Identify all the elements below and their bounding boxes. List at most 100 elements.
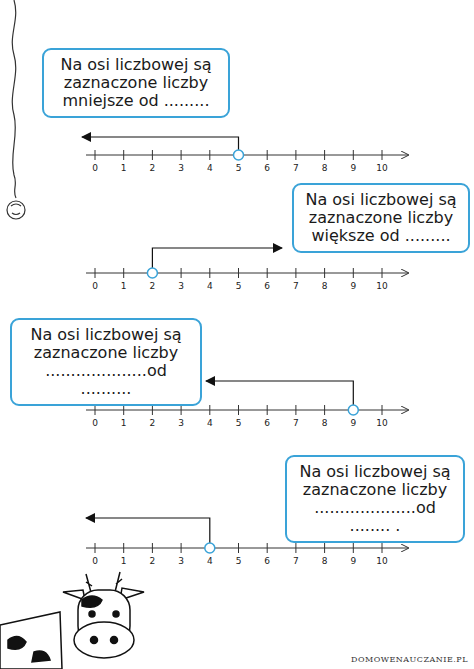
axis-number: 9: [350, 556, 356, 566]
axis-number: 2: [150, 281, 156, 291]
axis-tick: [123, 543, 124, 553]
axis-tick: [123, 268, 124, 278]
speech-bubble: Na osi liczbowej są zaznaczone liczby ..…: [10, 318, 202, 406]
axis-number: 6: [264, 556, 270, 566]
axis-number: 3: [178, 281, 184, 291]
axis-tick: [152, 543, 153, 553]
marked-point: [234, 150, 244, 160]
axis-tick: [295, 543, 296, 553]
task-text: Na osi liczbowej są zaznaczone liczby ..…: [20, 326, 192, 398]
range-arrow: [82, 137, 239, 150]
axis-number: 2: [150, 163, 156, 173]
axis-tick: [382, 543, 383, 553]
number-axis: [86, 410, 408, 411]
axis-number: 8: [322, 556, 328, 566]
axis-number: 4: [207, 556, 213, 566]
axis-number: 2: [150, 418, 156, 428]
axis-tick: [295, 150, 296, 160]
axis-tick: [238, 543, 239, 553]
axis-number: 0: [92, 556, 98, 566]
axis-tick: [324, 405, 325, 415]
axis-number: 8: [322, 163, 328, 173]
axis-number: 0: [92, 418, 98, 428]
axis-tick: [382, 405, 383, 415]
axis-tick: [152, 150, 153, 160]
task-text: Na osi liczbowej są zaznaczone liczby ..…: [295, 463, 455, 535]
axis-tick: [267, 268, 268, 278]
axis-number: 3: [178, 163, 184, 173]
range-arrow: [206, 381, 353, 405]
axis-number: 6: [264, 163, 270, 173]
task-text: Na osi liczbowej są zaznaczone liczby wi…: [302, 191, 460, 245]
number-axis: [86, 548, 408, 549]
axis-tick: [353, 543, 354, 553]
axis-number: 1: [121, 418, 127, 428]
axis-tick: [152, 405, 153, 415]
watermark: DOMOWENAUCZANIE.PL: [351, 655, 468, 664]
axis-tick: [181, 150, 182, 160]
axis-tick: [238, 268, 239, 278]
number-axis: [86, 273, 408, 274]
axis-tick: [238, 405, 239, 415]
axis-tick: [209, 405, 210, 415]
axis-number: 5: [236, 556, 242, 566]
task-text: Na osi liczbowej są zaznaczone liczby mn…: [52, 56, 220, 110]
axis-number: 10: [376, 163, 387, 173]
marked-point: [348, 405, 358, 415]
axis-number: 9: [350, 163, 356, 173]
axis-number: 10: [376, 556, 387, 566]
axis-tick: [209, 268, 210, 278]
axis-tick: [324, 268, 325, 278]
axis-tick: [353, 150, 354, 160]
axis-number: 8: [322, 418, 328, 428]
axis-number: 4: [207, 163, 213, 173]
speech-bubble: Na osi liczbowej są zaznaczone liczby ..…: [285, 455, 465, 543]
axis-number: 3: [178, 556, 184, 566]
axis-number: 7: [293, 418, 299, 428]
speech-bubble: Na osi liczbowej są zaznaczone liczby mn…: [42, 48, 230, 118]
axis-tick: [267, 543, 268, 553]
axis-tick: [95, 543, 96, 553]
range-arrow: [86, 518, 210, 543]
cow-illustration: [0, 572, 144, 669]
axis-tick: [95, 268, 96, 278]
axis-tick: [95, 150, 96, 160]
axis-number: 9: [350, 418, 356, 428]
axis-tick: [295, 405, 296, 415]
axis-tick: [209, 150, 210, 160]
axis-tick: [123, 150, 124, 160]
axis-tick: [267, 150, 268, 160]
marked-point: [147, 268, 157, 278]
axis-tick: [382, 268, 383, 278]
axis-number: 8: [322, 281, 328, 291]
range-arrow: [152, 248, 282, 268]
marked-point: [205, 543, 215, 553]
number-axis: [86, 155, 408, 156]
axis-number: 10: [376, 281, 387, 291]
axis-number: 2: [150, 556, 156, 566]
axis-tick: [95, 405, 96, 415]
axis-number: 7: [293, 163, 299, 173]
axis-tick: [123, 405, 124, 415]
axis-number: 0: [92, 163, 98, 173]
axis-number: 1: [121, 556, 127, 566]
axis-tick: [181, 268, 182, 278]
axis-tick: [382, 150, 383, 160]
axis-tick: [324, 150, 325, 160]
axis-number: 4: [207, 418, 213, 428]
axis-number: 0: [92, 281, 98, 291]
axis-tick: [181, 543, 182, 553]
axis-number: 5: [236, 281, 242, 291]
axis-number: 6: [264, 281, 270, 291]
axis-number: 7: [293, 281, 299, 291]
axis-number: 10: [376, 418, 387, 428]
axis-number: 9: [350, 281, 356, 291]
axis-number: 5: [236, 418, 242, 428]
hanging-string: [7, 0, 25, 219]
axis-number: 1: [121, 281, 127, 291]
axis-number: 5: [236, 163, 242, 173]
axis-tick: [267, 405, 268, 415]
axis-number: 3: [178, 418, 184, 428]
axis-tick: [324, 543, 325, 553]
axis-number: 1: [121, 163, 127, 173]
